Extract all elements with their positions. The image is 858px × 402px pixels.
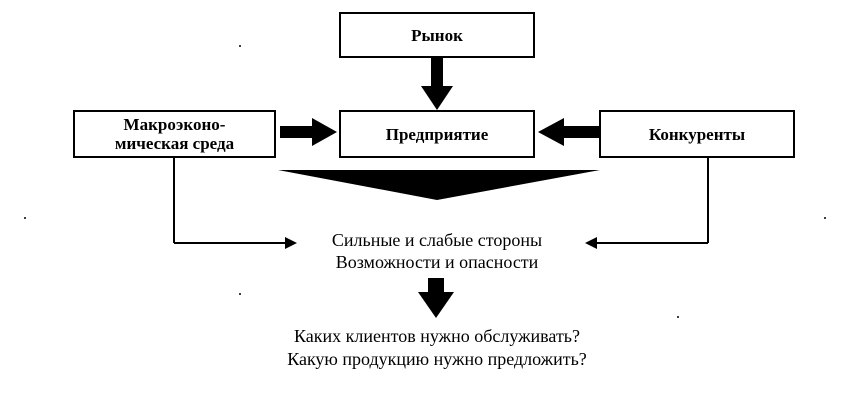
connector-macro-to-analysis [173,158,297,249]
competitors-label: Конкуренты [648,124,746,144]
funnel-triangle [278,170,600,200]
question-clients: Каких клиентов нужно обслуживать? [293,326,581,346]
analysis-strengths-weaknesses: Сильные и слабые стороны [331,230,543,250]
arrow-market-to-enterprise [421,58,453,110]
arrow-competitors-to-enterprise [538,118,599,146]
scan-specks [24,45,826,318]
arrow-macro-to-enterprise [280,118,337,146]
connector-competitors-to-analysis [585,158,709,249]
market-box: Рынок [339,12,535,58]
market-label: Рынок [411,25,463,45]
question-products: Какую продукцию нужно предложить? [287,349,587,369]
analysis-opportunities-threats: Возможности и опасности [335,252,539,272]
macro-environment-label: Макроэконо- мическая среда [114,115,235,153]
competitors-box: Конкуренты [599,110,795,158]
arrow-analysis-to-questions [418,278,454,318]
macro-environment-box: Макроэконо- мическая среда [73,110,276,158]
enterprise-box: Предприятие [339,110,535,158]
enterprise-label: Предприятие [385,124,489,144]
